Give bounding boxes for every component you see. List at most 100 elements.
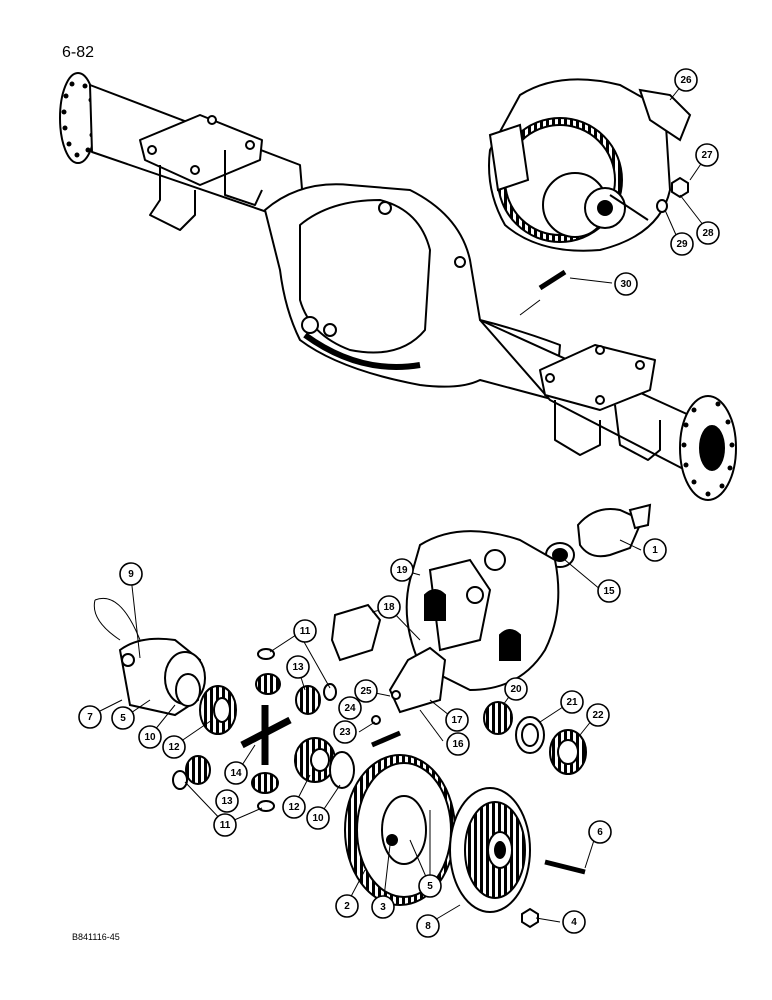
axle-housing: [59, 72, 737, 501]
callout-circle: [213, 813, 237, 837]
callout-number: 1: [652, 545, 658, 556]
callout-number: 15: [603, 586, 615, 597]
callout-number: 9: [128, 569, 134, 580]
callout-circle: [119, 562, 143, 586]
callout-c14: 14: [224, 761, 248, 785]
callout-c25: 25: [354, 679, 378, 703]
callout-c15: 15: [597, 579, 621, 603]
figure-code: B841116-45: [72, 932, 120, 942]
callout-number: 24: [344, 703, 356, 714]
callout-circle: [282, 795, 306, 819]
callout-number: 26: [680, 75, 692, 86]
callout-c29: 29: [670, 232, 694, 256]
callout-circle: [293, 619, 317, 643]
callout-number: 10: [312, 813, 324, 824]
callout-circle: [674, 68, 698, 92]
callout-number: 3: [380, 902, 386, 913]
callout-number: 23: [339, 727, 351, 738]
callout-number: 11: [300, 626, 311, 637]
callout-number: 12: [288, 802, 300, 813]
page-number: 6-82: [62, 44, 95, 61]
stud-and-nut-parts: [538, 176, 689, 291]
callout-c8: 8: [416, 914, 440, 938]
callout-number: 27: [701, 150, 713, 161]
callout-circle: [78, 705, 102, 729]
callout-c13a: 13: [286, 655, 310, 679]
callout-number: 12: [168, 742, 180, 753]
callout-c21: 21: [560, 690, 584, 714]
callout-number: 17: [451, 715, 463, 726]
callout-c13b: 13: [215, 789, 239, 813]
callout-circle: [224, 761, 248, 785]
callout-circle: [377, 595, 401, 619]
differential-case-and-gears: [118, 637, 586, 929]
callout-c2: 2: [335, 894, 359, 918]
callout-number: 8: [425, 921, 431, 932]
pinion-and-carrier-case: [330, 503, 652, 775]
callout-c9: 9: [119, 562, 143, 586]
callout-c6: 6: [588, 820, 612, 844]
callout-c12a: 12: [162, 735, 186, 759]
callout-c4: 4: [562, 910, 586, 934]
callout-circle: [670, 232, 694, 256]
callout-c23: 23: [333, 720, 357, 744]
callout-circle: [643, 538, 667, 562]
callout-circle: [418, 874, 442, 898]
callout-c10a: 10: [138, 725, 162, 749]
callout-circle: [445, 708, 469, 732]
callout-circle: [390, 558, 414, 582]
callout-number: 4: [571, 917, 577, 928]
callout-c27: 27: [695, 143, 719, 167]
callout-number: 18: [383, 602, 395, 613]
callout-number: 6: [597, 827, 603, 838]
callout-number: 2: [344, 901, 350, 912]
callout-circle: [446, 732, 470, 756]
callout-c24: 24: [338, 696, 362, 720]
callout-c12b: 12: [282, 795, 306, 819]
callout-c1: 1: [643, 538, 667, 562]
callout-circle: [416, 914, 440, 938]
callout-circle: [614, 272, 638, 296]
callout-c11a: 11: [293, 619, 317, 643]
callout-c22: 22: [586, 703, 610, 727]
callout-c18: 18: [377, 595, 401, 619]
callout-circle: [162, 735, 186, 759]
callout-c5b: 5: [418, 874, 442, 898]
callout-number: 30: [620, 279, 632, 290]
callout-circle: [335, 894, 359, 918]
callout-circle: [215, 789, 239, 813]
callout-number: 14: [230, 768, 242, 779]
callout-number: 5: [427, 881, 433, 892]
callout-number: 22: [592, 710, 604, 721]
callout-c10b: 10: [306, 806, 330, 830]
callout-number: 25: [360, 686, 372, 697]
callout-c7: 7: [78, 705, 102, 729]
callout-c20: 20: [504, 677, 528, 701]
callout-circle: [354, 679, 378, 703]
callout-circle: [338, 696, 362, 720]
callout-c19: 19: [390, 558, 414, 582]
callout-circle: [111, 706, 135, 730]
callout-circle: [562, 910, 586, 934]
callout-circle: [138, 725, 162, 749]
callout-circle: [597, 579, 621, 603]
callout-c5a: 5: [111, 706, 135, 730]
callout-circle: [586, 703, 610, 727]
callout-number: 21: [566, 697, 578, 708]
callout-number: 16: [452, 739, 464, 750]
callout-circle: [696, 221, 720, 245]
callout-number: 13: [292, 662, 304, 673]
callout-c16: 16: [446, 732, 470, 756]
callout-number: 11: [220, 820, 231, 831]
callout-circle: [588, 820, 612, 844]
callout-circle: [695, 143, 719, 167]
callout-c28: 28: [696, 221, 720, 245]
callout-circle: [560, 690, 584, 714]
callout-circle: [504, 677, 528, 701]
callout-number: 5: [120, 713, 126, 724]
callout-number: 19: [396, 565, 408, 576]
callout-c30: 30: [614, 272, 638, 296]
callout-c17: 17: [445, 708, 469, 732]
